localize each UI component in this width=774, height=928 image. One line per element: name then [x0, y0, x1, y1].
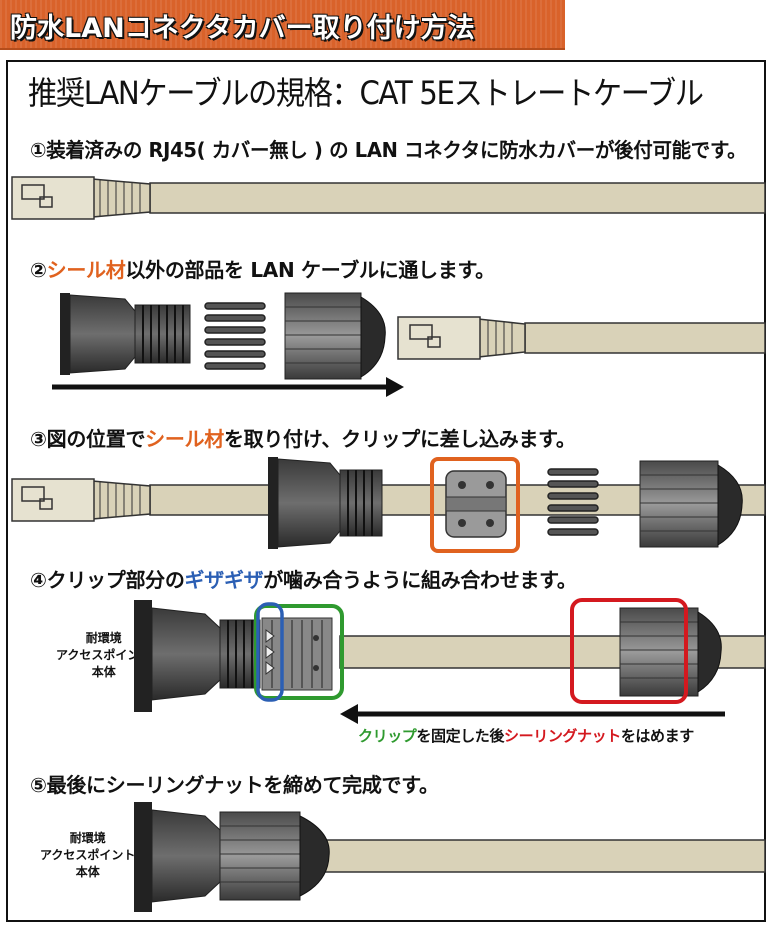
- arrow-left-icon: [340, 704, 725, 724]
- step-text: 最後にシーリングナットを締めて完成です。: [46, 773, 439, 797]
- sealing-nut-part: [219, 811, 330, 901]
- rj45-boot: [91, 480, 151, 520]
- step-text: を取り付け、クリップに差し込みます。: [223, 427, 576, 451]
- clip-part: [547, 468, 599, 536]
- sealing-nut-part: [284, 292, 386, 380]
- rj45-plug: [397, 316, 481, 360]
- step-number: ①: [30, 138, 47, 162]
- step-number: ②: [30, 258, 47, 282]
- access-point-body: [134, 802, 152, 912]
- lan-cable: [524, 322, 766, 354]
- rj45-boot: [477, 318, 526, 358]
- step-5-text: ⑤最後にシーリングナットを締めて完成です。: [30, 769, 439, 798]
- step-number: ⑤: [30, 773, 47, 797]
- step-text: 装着済みの RJ45( カバー無し ) の LAN コネクタに防水カバーが後付可…: [46, 138, 747, 162]
- sealing-nut-part: [619, 607, 722, 697]
- seal-highlight: シール材: [46, 258, 126, 282]
- page-title: 防水LANコネクタカバー取り付け方法: [10, 13, 475, 44]
- access-point-body: [134, 600, 152, 712]
- step-1-text: ①装着済みの RJ45( カバー無し ) の LAN コネクタに防水カバーが後付…: [30, 134, 747, 163]
- step-5-diagram: [134, 802, 766, 912]
- step-text: クリップ部分の: [46, 568, 185, 592]
- assembly-caption: クリップを固定した後シーリングナットをはめます: [358, 727, 694, 745]
- title-bar: 防水LANコネクタカバー取り付け方法: [0, 0, 565, 50]
- clip-highlight-ring: [254, 604, 344, 700]
- step-text: が噛み合うように組み合わせます。: [263, 568, 577, 592]
- step-4-text: ④クリップ部分のギザギザが噛み合うように組み合わせます。: [30, 564, 577, 593]
- access-point-body-label: 耐環境 アクセスポイント 本体: [40, 831, 136, 879]
- serration-highlight-ring: [256, 602, 284, 702]
- step-text: 図の位置で: [46, 427, 146, 451]
- step-3-text: ③図の位置でシール材を取り付け、クリップに差し込みます。: [30, 423, 576, 452]
- step-text: 以外の部品を LAN ケーブルに通します。: [125, 258, 495, 282]
- access-point-body-label: 耐環境 アクセスポイント 本体: [56, 631, 152, 679]
- clip-part: [204, 302, 266, 370]
- arrow-right-icon: [52, 377, 404, 397]
- rj45-plug: [11, 478, 95, 522]
- clip-part: [261, 617, 333, 691]
- lan-cable: [324, 839, 766, 873]
- step-2-text: ②シール材以外の部品を LAN ケーブルに通します。: [30, 254, 495, 283]
- seal-part: [430, 457, 520, 553]
- housing-part: [151, 809, 221, 903]
- step-4-diagram: [134, 598, 766, 724]
- nut-highlight-ring: [570, 598, 688, 704]
- step-number: ③: [30, 427, 47, 451]
- step-3-diagram: [11, 457, 766, 553]
- sealing-nut-part: [639, 460, 743, 548]
- seal-highlight: シール材: [145, 427, 224, 451]
- housing-part: [60, 293, 191, 375]
- housing-part: [268, 457, 383, 549]
- cable-spec-line: 推奨LANケーブルの規格：CAT 5Eストレートケーブル: [28, 74, 704, 112]
- serration-highlight: ギザギザ: [184, 568, 264, 592]
- rj45-boot: [91, 178, 151, 218]
- title-bar-texture: [0, 0, 565, 48]
- lan-cable: [149, 182, 766, 214]
- step-1-diagram: [11, 176, 766, 220]
- housing-part: [151, 607, 261, 701]
- step-number: ④: [30, 568, 47, 592]
- rj45-plug: [11, 176, 95, 220]
- step-2-diagram: [52, 292, 766, 397]
